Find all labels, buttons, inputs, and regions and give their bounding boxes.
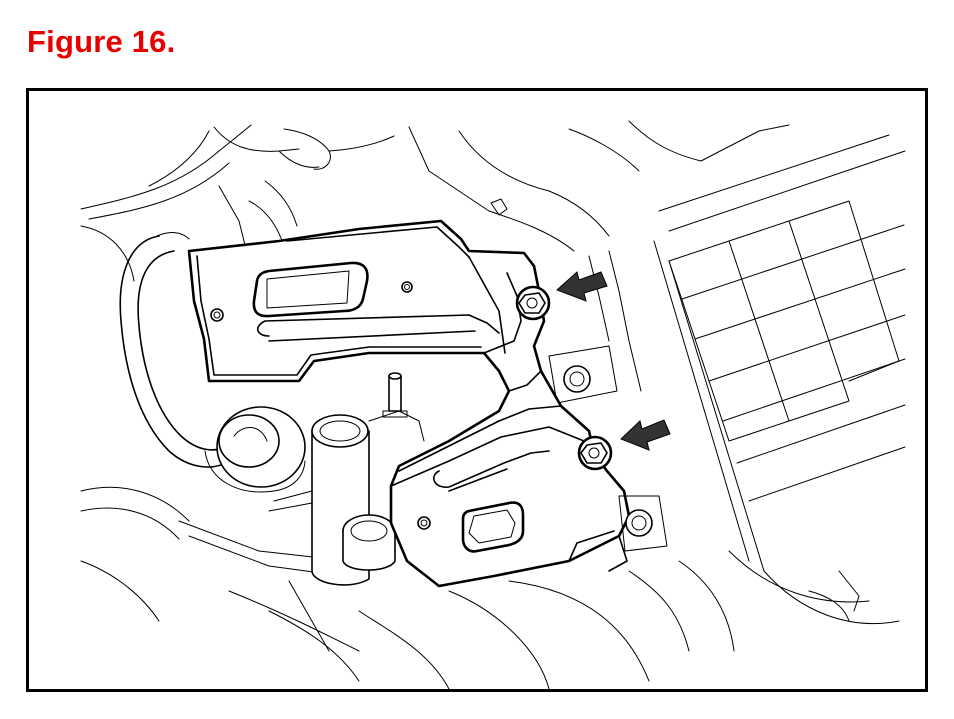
housing-bolt <box>618 495 668 552</box>
background-engine-lines <box>80 120 906 689</box>
arrow-pointing-to-lower-bolt <box>620 419 671 451</box>
figure-title: Figure 16. <box>27 24 176 59</box>
lower-bolt <box>577 435 613 471</box>
mounting-bracket <box>187 219 631 588</box>
figure-frame <box>26 88 928 692</box>
bracket-hole <box>210 308 224 322</box>
upper-bolt <box>515 285 551 321</box>
arrow-pointing-to-upper-bolt <box>556 271 608 302</box>
bracket-illustration <box>80 120 906 689</box>
housing-bolt <box>563 365 591 393</box>
bracket-hole <box>401 281 413 293</box>
bracket-hole <box>417 516 431 530</box>
